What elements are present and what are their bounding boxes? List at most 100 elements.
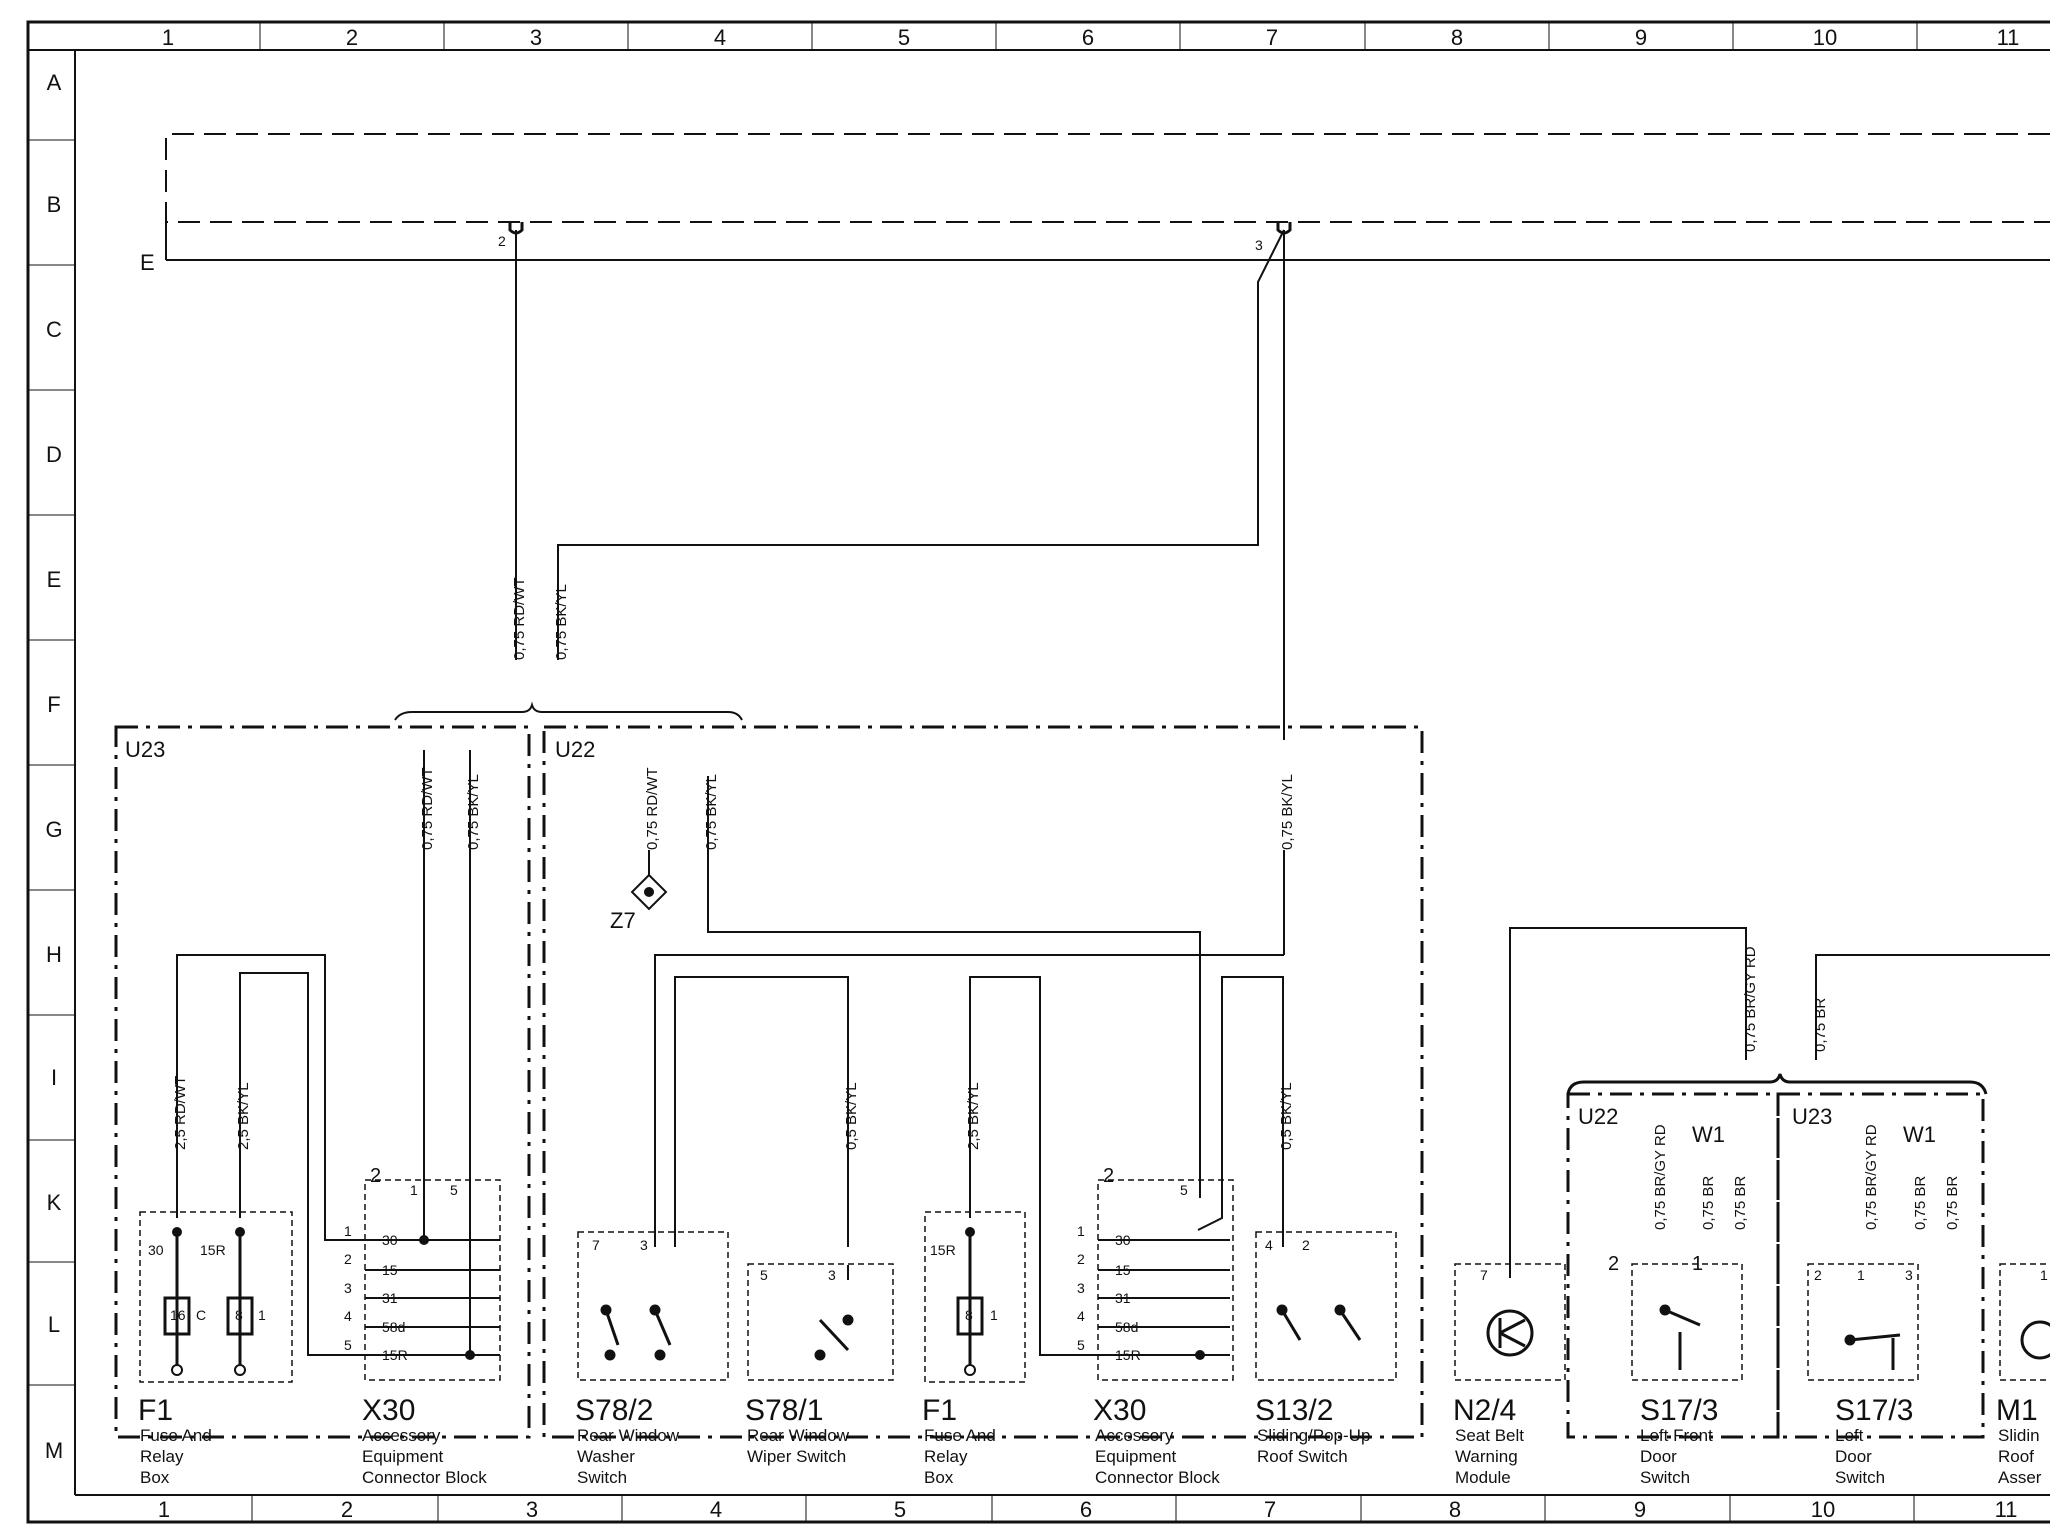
cable-bracket-right — [1566, 1073, 1988, 1095]
row-letters: A B C D E F G H I K L M — [45, 70, 63, 1463]
wire-label: 2,5 BK/YL — [965, 1082, 982, 1150]
connector-ticks — [508, 222, 1292, 235]
zone-label-u23b: U23 — [1792, 1104, 1832, 1129]
w1-label: W1 — [1692, 1122, 1725, 1147]
component-desc: Rear Window — [577, 1426, 680, 1445]
component-desc: Connector Block — [1095, 1468, 1220, 1487]
component-desc: Box — [140, 1468, 170, 1487]
component-id: N2/4 — [1453, 1394, 1516, 1427]
wire-label: 0,75 BK/YL — [553, 584, 570, 660]
pin-number: 2 — [1814, 1267, 1822, 1283]
pin-number: 5 — [760, 1267, 768, 1283]
pin-number: 1 — [1857, 1267, 1865, 1283]
col-num: 10 — [1811, 1497, 1835, 1522]
col-num: 3 — [526, 1497, 538, 1522]
component-desc: Sliding/Pop-Up — [1257, 1426, 1370, 1445]
component-captions: F1 Fuse And Relay Box X30 Accessory Equi… — [138, 1394, 2042, 1487]
wire-label: 0,75 BR — [1812, 998, 1829, 1052]
col-num: 10 — [1813, 25, 1837, 50]
col-num: 1 — [158, 1497, 170, 1522]
component-desc: Equipment — [1095, 1447, 1177, 1466]
component-desc: Door — [1640, 1447, 1677, 1466]
wire-label: 0,75 RD/WT — [644, 767, 661, 850]
component-desc: Roof Switch — [1257, 1447, 1348, 1466]
component-id: M1 — [1996, 1394, 2038, 1427]
pin-label: 3 — [1255, 237, 1263, 253]
row-letter: A — [47, 70, 62, 95]
component-desc: Switch — [1835, 1468, 1885, 1487]
x30-inner-pin: 5 — [1180, 1182, 1188, 1198]
pin-number: 1 — [2040, 1267, 2048, 1283]
x30-row-num: 2 — [344, 1251, 352, 1267]
row-letter: E — [47, 567, 62, 592]
x30-row-term: 15R — [382, 1347, 408, 1363]
col-num: 9 — [1634, 1497, 1646, 1522]
component-desc: Switch — [1640, 1468, 1690, 1487]
component-desc: Asser — [1998, 1468, 2042, 1487]
component-id: S13/2 — [1255, 1394, 1333, 1427]
w1-labels: W1 W1 — [1692, 1122, 1936, 1147]
component-desc: Roof — [1998, 1447, 2034, 1466]
fuse-label-1: 1 — [258, 1307, 266, 1323]
pin-label: 2 — [498, 233, 506, 249]
x30-row-term: 31 — [382, 1290, 398, 1306]
row-letter: B — [47, 192, 62, 217]
pin-number: 2 — [1608, 1253, 1619, 1275]
component-desc: Module — [1455, 1468, 1511, 1487]
pin-number: 3 — [1905, 1267, 1913, 1283]
x30-row-term: 30 — [1115, 1232, 1131, 1248]
x30-row-term: 15 — [1115, 1262, 1131, 1278]
col-num: 9 — [1635, 25, 1647, 50]
component-desc: Relay — [924, 1447, 968, 1466]
col-num: 11 — [1997, 25, 2020, 50]
wire-label: 0,75 BR — [1700, 1176, 1717, 1230]
wire-label: 0,75 BR — [1732, 1176, 1749, 1230]
ground-z7 — [630, 850, 668, 911]
column-numbers-bottom: 1 2 3 4 5 6 7 8 9 10 11 — [158, 1497, 2018, 1522]
component-desc: Equipment — [362, 1447, 444, 1466]
x30-row-num: 5 — [344, 1337, 352, 1353]
wire-label: 0,75 RD/WT — [419, 767, 436, 850]
col-num: 4 — [710, 1497, 722, 1522]
x30-row-num: 3 — [344, 1280, 352, 1296]
col-num: 2 — [341, 1497, 353, 1522]
fuse-f1-right: 15R 8 1 — [930, 1227, 998, 1376]
w1-label: W1 — [1903, 1122, 1936, 1147]
row-letter: I — [51, 1065, 57, 1090]
x30-row-term: 15R — [1115, 1347, 1141, 1363]
col-num: 6 — [1082, 25, 1094, 50]
wire-label: 0,5 BK/YL — [843, 1082, 860, 1150]
component-desc: Seat Belt — [1455, 1426, 1524, 1445]
component-desc: Switch — [577, 1468, 627, 1487]
fuse-terminal-30: 30 — [148, 1242, 164, 1258]
col-num: 6 — [1080, 1497, 1092, 1522]
diagram-frame — [26, 20, 2050, 1524]
wire-labels: 0,75 RD/WT 0,75 BK/YL 0,75 RD/WT 0,75 BK… — [172, 577, 1961, 1230]
component-desc: Fuse And — [924, 1426, 996, 1445]
col-num: 3 — [530, 25, 542, 50]
zone-e-module: E — [140, 133, 2050, 275]
wire-label: 0,75 BR/GY RD — [1863, 1124, 1880, 1230]
col-num: 7 — [1264, 1497, 1276, 1522]
fuse-value-8: 8 — [965, 1307, 973, 1323]
col-num: 7 — [1266, 25, 1278, 50]
zone-label-u22b: U22 — [1578, 1104, 1618, 1129]
x30-top-pin: 2 — [370, 1165, 381, 1187]
row-letter: C — [46, 317, 62, 342]
fuse-f1-left: 30 15R 16 8 C 1 — [148, 1227, 266, 1376]
wire-label: 0,5 BK/YL — [1278, 1082, 1295, 1150]
row-letter: L — [48, 1312, 60, 1337]
component-desc: Slidin — [1998, 1426, 2040, 1445]
row-letter: M — [45, 1438, 63, 1463]
row-letter: H — [46, 942, 62, 967]
row-letter: D — [46, 442, 62, 467]
x30-right-block: 2 5 1 2 3 4 5 30 15 31 58d 15R — [1077, 1165, 1205, 1363]
wire-label: 2,5 BK/YL — [235, 1082, 252, 1150]
zone-boxes — [114, 725, 1985, 1439]
x30-row-num: 1 — [344, 1223, 352, 1239]
component-id: S17/3 — [1640, 1394, 1718, 1427]
component-desc: Warning — [1455, 1447, 1518, 1466]
column-numbers-top: 1 2 3 4 5 6 7 8 9 10 11 — [162, 25, 2020, 50]
component-desc: Door — [1835, 1447, 1872, 1466]
